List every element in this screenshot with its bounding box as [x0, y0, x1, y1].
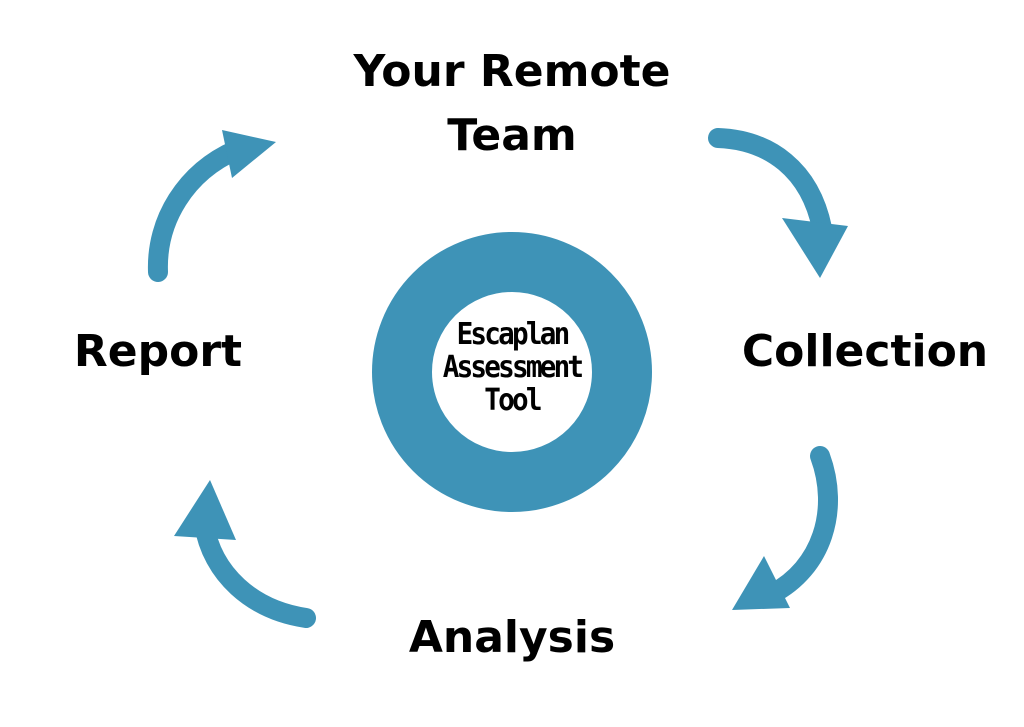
node-your-remote-team-line-2: Team — [447, 110, 577, 161]
center-ring — [372, 232, 652, 512]
center-title-line-3: Tool — [484, 383, 542, 418]
arrow-collection-to-analysis — [732, 446, 838, 610]
arrow-report-to-team — [147, 130, 276, 282]
arrow-team-to-collection-shaft — [708, 128, 832, 238]
arrow-team-to-collection-head — [782, 218, 848, 278]
arrow-team-to-collection — [708, 128, 848, 278]
center-title-line-2: Assessment — [442, 350, 584, 385]
node-collection: Collection — [741, 326, 989, 377]
arrow-analysis-to-report — [174, 480, 316, 628]
center-title-line-1: Escaplan — [456, 317, 571, 352]
arrow-report-to-team-shaft — [147, 140, 246, 282]
arrow-analysis-to-report-head — [174, 480, 236, 540]
node-your-remote-team: Your Remote Team — [312, 40, 712, 168]
center-title: Escaplan Assessment Tool — [420, 318, 604, 417]
node-your-remote-team-line-1: Your Remote — [353, 46, 671, 97]
node-report: Report — [73, 326, 243, 377]
arrow-report-to-team-head — [222, 130, 276, 178]
arrow-collection-to-analysis-shaft — [762, 446, 838, 604]
arrow-collection-to-analysis-head — [732, 556, 790, 610]
center-ring-circle — [372, 232, 652, 512]
node-analysis: Analysis — [408, 612, 616, 663]
arrow-analysis-to-report-shaft — [194, 514, 316, 628]
